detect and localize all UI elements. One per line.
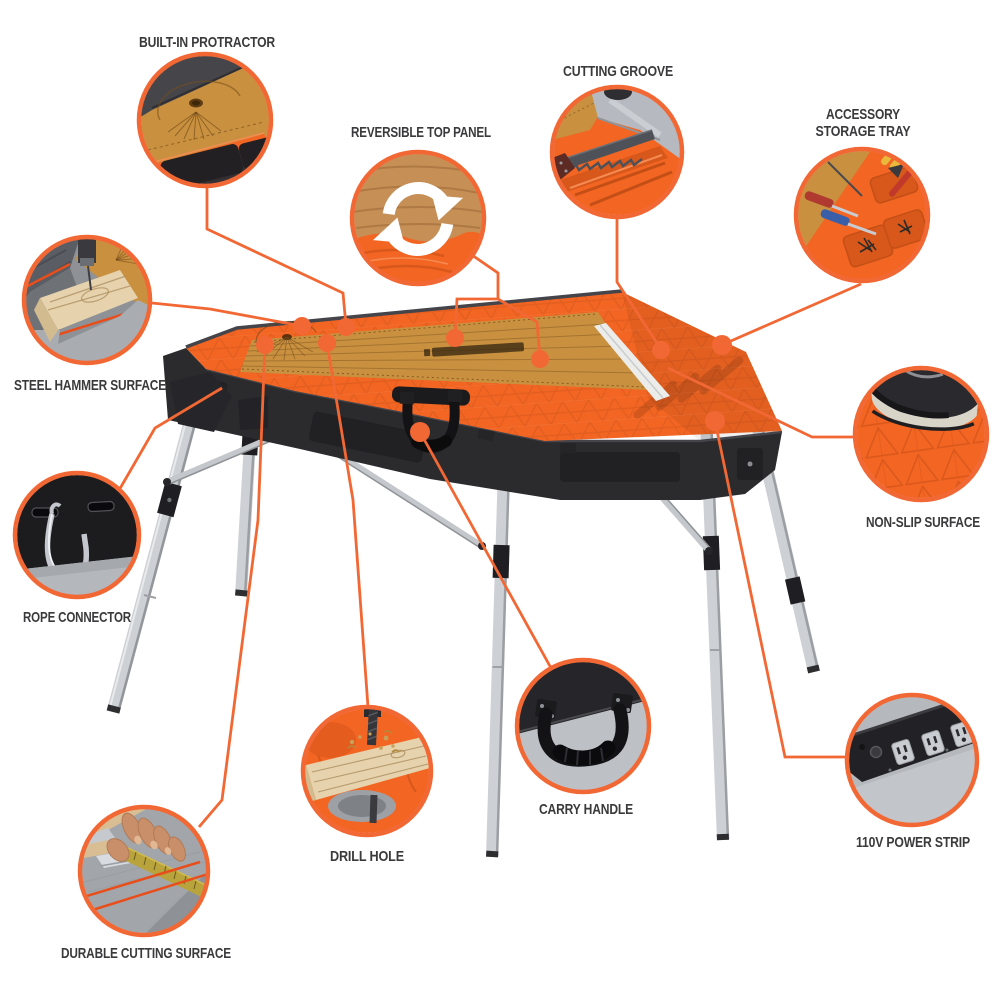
feature-photo-drill-hole: [300, 704, 434, 838]
callout-line-built-in-protractor: [205, 187, 348, 327]
callout-line-durable-cutting-surface: [197, 344, 267, 828]
feature-ring-non-slip-surface: [852, 365, 990, 503]
cutting-groove-strip: [594, 323, 670, 401]
callout-dots: [256, 317, 732, 442]
callout-line-non-slip-surface: [667, 366, 854, 439]
feature-ring-accessory-storage-tray: [793, 146, 931, 284]
feature-photo-steel-hammer-surface: [21, 234, 153, 366]
workbench-carry-handle: [391, 386, 471, 454]
feature-photo-built-in-protractor: [136, 51, 274, 189]
feature-photo-accessory-storage-tray: [793, 146, 931, 284]
label-non-slip-surface: NON-SLIP SURFACE: [866, 514, 980, 531]
callout-line-drill-hole: [325, 342, 370, 708]
workbench-wood-panel: [240, 312, 670, 401]
feature-ring-steel-hammer-surface: [21, 234, 153, 366]
label-accessory-storage-tray-line1: ACCESSORY: [826, 106, 900, 123]
label-drill-hole: DRILL HOLE: [330, 848, 404, 865]
label-built-in-protractor: BUILT-IN PROTRACTOR: [139, 34, 275, 51]
callout-line-carry-handle: [418, 431, 553, 669]
etched-logo: [423, 342, 525, 357]
label-accessory-storage-tray-line2: STORAGE TRAY: [816, 123, 911, 140]
label-steel-hammer-surface: STEEL HAMMER SURFACE: [14, 377, 166, 394]
feature-ring-built-in-protractor: [136, 51, 274, 189]
feature-photo-durable-cutting-surface: [77, 804, 211, 938]
label-durable-cutting-surface: DURABLE CUTTING SURFACE: [61, 945, 231, 962]
callout-line-power-strip: [713, 420, 846, 759]
callout-line-steel-hammer-surface: [151, 301, 303, 328]
feature-photo-cutting-groove: [549, 84, 685, 220]
label-rope-connector: ROPE CONNECTOR: [23, 609, 131, 626]
feature-photo-carry-handle: [514, 657, 652, 795]
feature-ring-reversible-top-panel: [349, 149, 487, 287]
feature-ring-power-strip: [844, 692, 980, 828]
label-power-strip: 110V POWER STRIP: [856, 834, 970, 851]
feature-ring-durable-cutting-surface: [77, 804, 211, 938]
feature-photo-non-slip-surface: [852, 365, 990, 503]
feature-photo-power-strip: [844, 692, 980, 828]
callout-line-accessory-storage-tray: [723, 282, 862, 346]
feature-photo-rope-connector: [12, 470, 142, 600]
feature-ring-drill-hole: [300, 704, 434, 838]
callout-lines: [116, 187, 862, 828]
workbench-product: [106, 289, 820, 858]
label-carry-handle: CARRY HANDLE: [539, 801, 633, 818]
label-reversible-top-panel: REVERSIBLE TOP PANEL: [351, 124, 491, 141]
feature-ring-rope-connector: [12, 470, 142, 600]
rotate-arrows-icon: [372, 182, 464, 256]
label-cutting-groove: CUTTING GROOVE: [563, 63, 673, 80]
callout-line-rope-connector: [116, 386, 223, 493]
feature-photo-reversible-top-panel: [349, 149, 487, 287]
callout-line-cutting-groove: [615, 218, 663, 350]
feature-ring-cutting-groove: [549, 84, 685, 220]
callout-line-reversible-right: [497, 297, 542, 359]
feature-ring-carry-handle: [514, 657, 652, 795]
